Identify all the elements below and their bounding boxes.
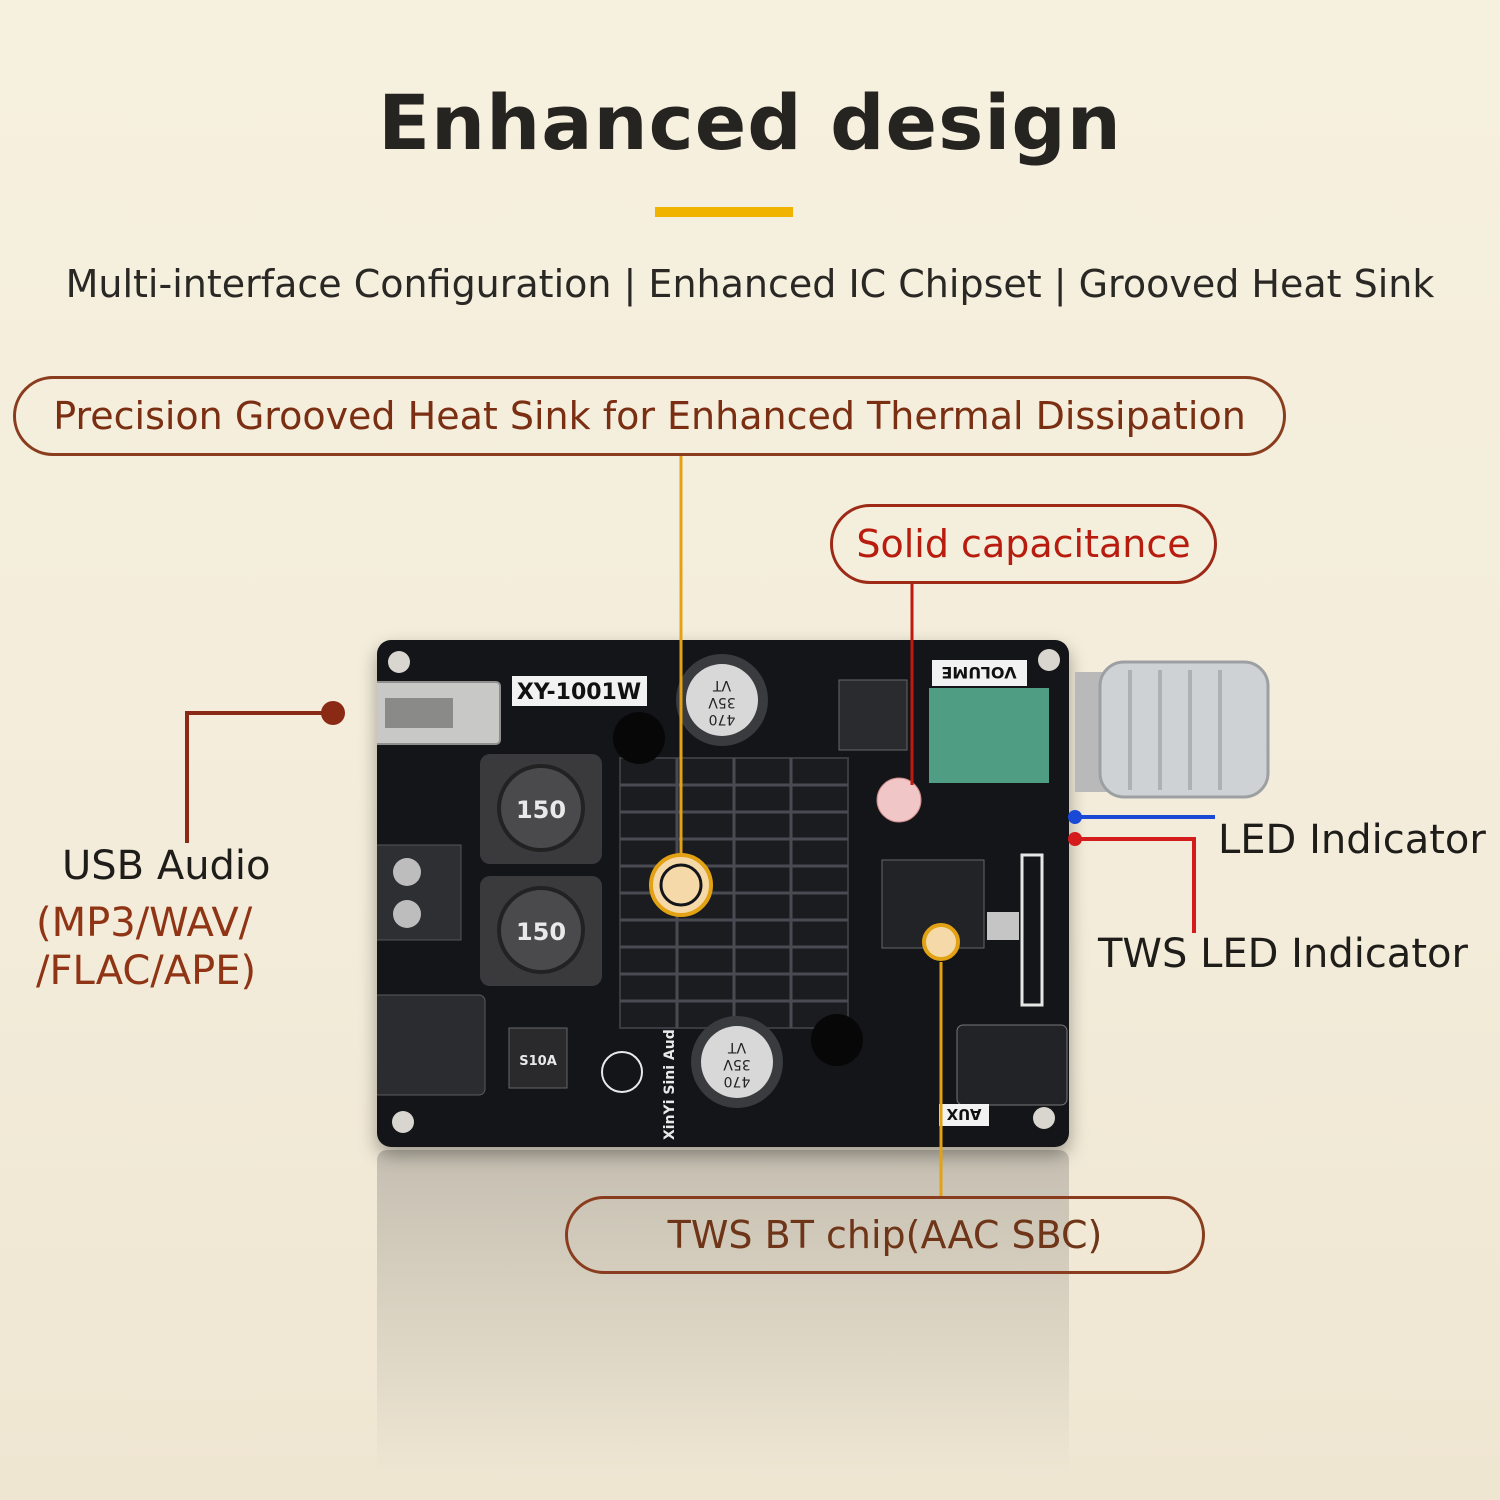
usb-formats-line2: /FLAC/APE) <box>36 948 257 994</box>
tws-led-marker-icon <box>1068 832 1082 846</box>
bt-chip-marker-icon <box>922 923 960 961</box>
capacitor-value: 470 <box>709 711 736 727</box>
volume-label-box <box>932 660 1027 686</box>
tws-led-leader-line <box>1075 837 1196 933</box>
volume-potentiometer-icon <box>929 688 1049 783</box>
tws-led-indicator-label: TWS LED Indicator <box>1098 931 1468 977</box>
usb-audio-label: USB Audio <box>62 843 271 889</box>
heat-sink-fins <box>620 758 848 1028</box>
crystal-icon <box>987 912 1019 940</box>
callout-bt-chip-text: TWS BT chip(AAC SBC) <box>667 1213 1103 1257</box>
knob-grip-lines <box>1128 670 1222 790</box>
diode-icon <box>508 1027 568 1089</box>
inductor-core-icon <box>497 886 585 974</box>
callout-capacitance-text: Solid capacitance <box>856 522 1191 566</box>
aux-jack-icon <box>956 1024 1068 1106</box>
capacitor-series: VT <box>712 677 731 693</box>
aux-label: AUX <box>946 1105 981 1123</box>
capacitor-value: 470 <box>724 1073 751 1089</box>
solid-capacitor-icon <box>876 777 922 823</box>
amplifier-board: XY-1001W 150 150 S10A XinYi Sini Audio <box>364 640 1069 1147</box>
usb-formats-label: (MP3/WAV/ /FLAC/APE) <box>36 899 256 995</box>
model-label: XY-1001W <box>517 680 641 705</box>
brand-marking: XinYi Sini Audio <box>662 1014 678 1140</box>
capacitor-voltage: 35V <box>723 1056 751 1072</box>
callout-heat-sink: Precision Grooved Heat Sink for Enhanced… <box>13 376 1286 456</box>
mount-hole-icon <box>392 1111 414 1133</box>
led-marker-icon <box>1068 810 1082 824</box>
callout-bt-chip: TWS BT chip(AAC SBC) <box>565 1196 1205 1274</box>
heat-sink-marker-inner <box>659 863 703 907</box>
callout-solid-capacitance: Solid capacitance <box>830 504 1217 584</box>
title-underline <box>655 207 793 217</box>
board-reflection <box>377 1150 1069 1480</box>
capacitor-series: VT <box>727 1039 746 1055</box>
regulator-icon <box>838 679 908 751</box>
inductor-marking: 150 <box>516 918 566 946</box>
volume-label: VOLUME <box>941 663 1016 682</box>
led-indicator-label: LED Indicator <box>1218 817 1486 863</box>
mount-hole-icon <box>388 651 410 673</box>
usb-slot-icon <box>385 698 453 728</box>
board-illustration: XY-1001W 150 150 S10A XinYi Sini Audio <box>364 649 1068 1140</box>
aux-label-box <box>939 1104 989 1126</box>
callout-heat-sink-text: Precision Grooved Heat Sink for Enhanced… <box>53 394 1246 438</box>
usb-formats-line1: (MP3/WAV/ <box>36 900 253 946</box>
mount-hole-icon <box>1033 1107 1055 1129</box>
inductor-core-icon <box>497 764 585 852</box>
inductor-marking: 150 <box>516 796 566 824</box>
rubber-foot-icon <box>811 1014 863 1066</box>
rubber-foot-icon <box>613 712 665 764</box>
usb-marker-icon <box>321 701 345 725</box>
usb-leader-line <box>185 711 333 843</box>
screw-icon <box>393 900 421 928</box>
volume-knob-icon <box>1098 660 1270 799</box>
mount-hole-icon <box>1038 649 1060 671</box>
brand-logo-icon <box>601 1051 643 1093</box>
screw-icon <box>393 858 421 886</box>
page-subtitle: Multi-interface Configuration | Enhanced… <box>65 262 1435 306</box>
antenna-trace-icon <box>1020 853 1044 1007</box>
diode-marking: S10A <box>519 1054 557 1069</box>
capacitor-top-icon <box>686 664 758 736</box>
page-title: Enhanced design <box>378 78 1122 167</box>
model-label-box <box>512 676 647 706</box>
capacitor-bottom-icon <box>701 1026 773 1098</box>
capacitor-voltage: 35V <box>708 694 736 710</box>
